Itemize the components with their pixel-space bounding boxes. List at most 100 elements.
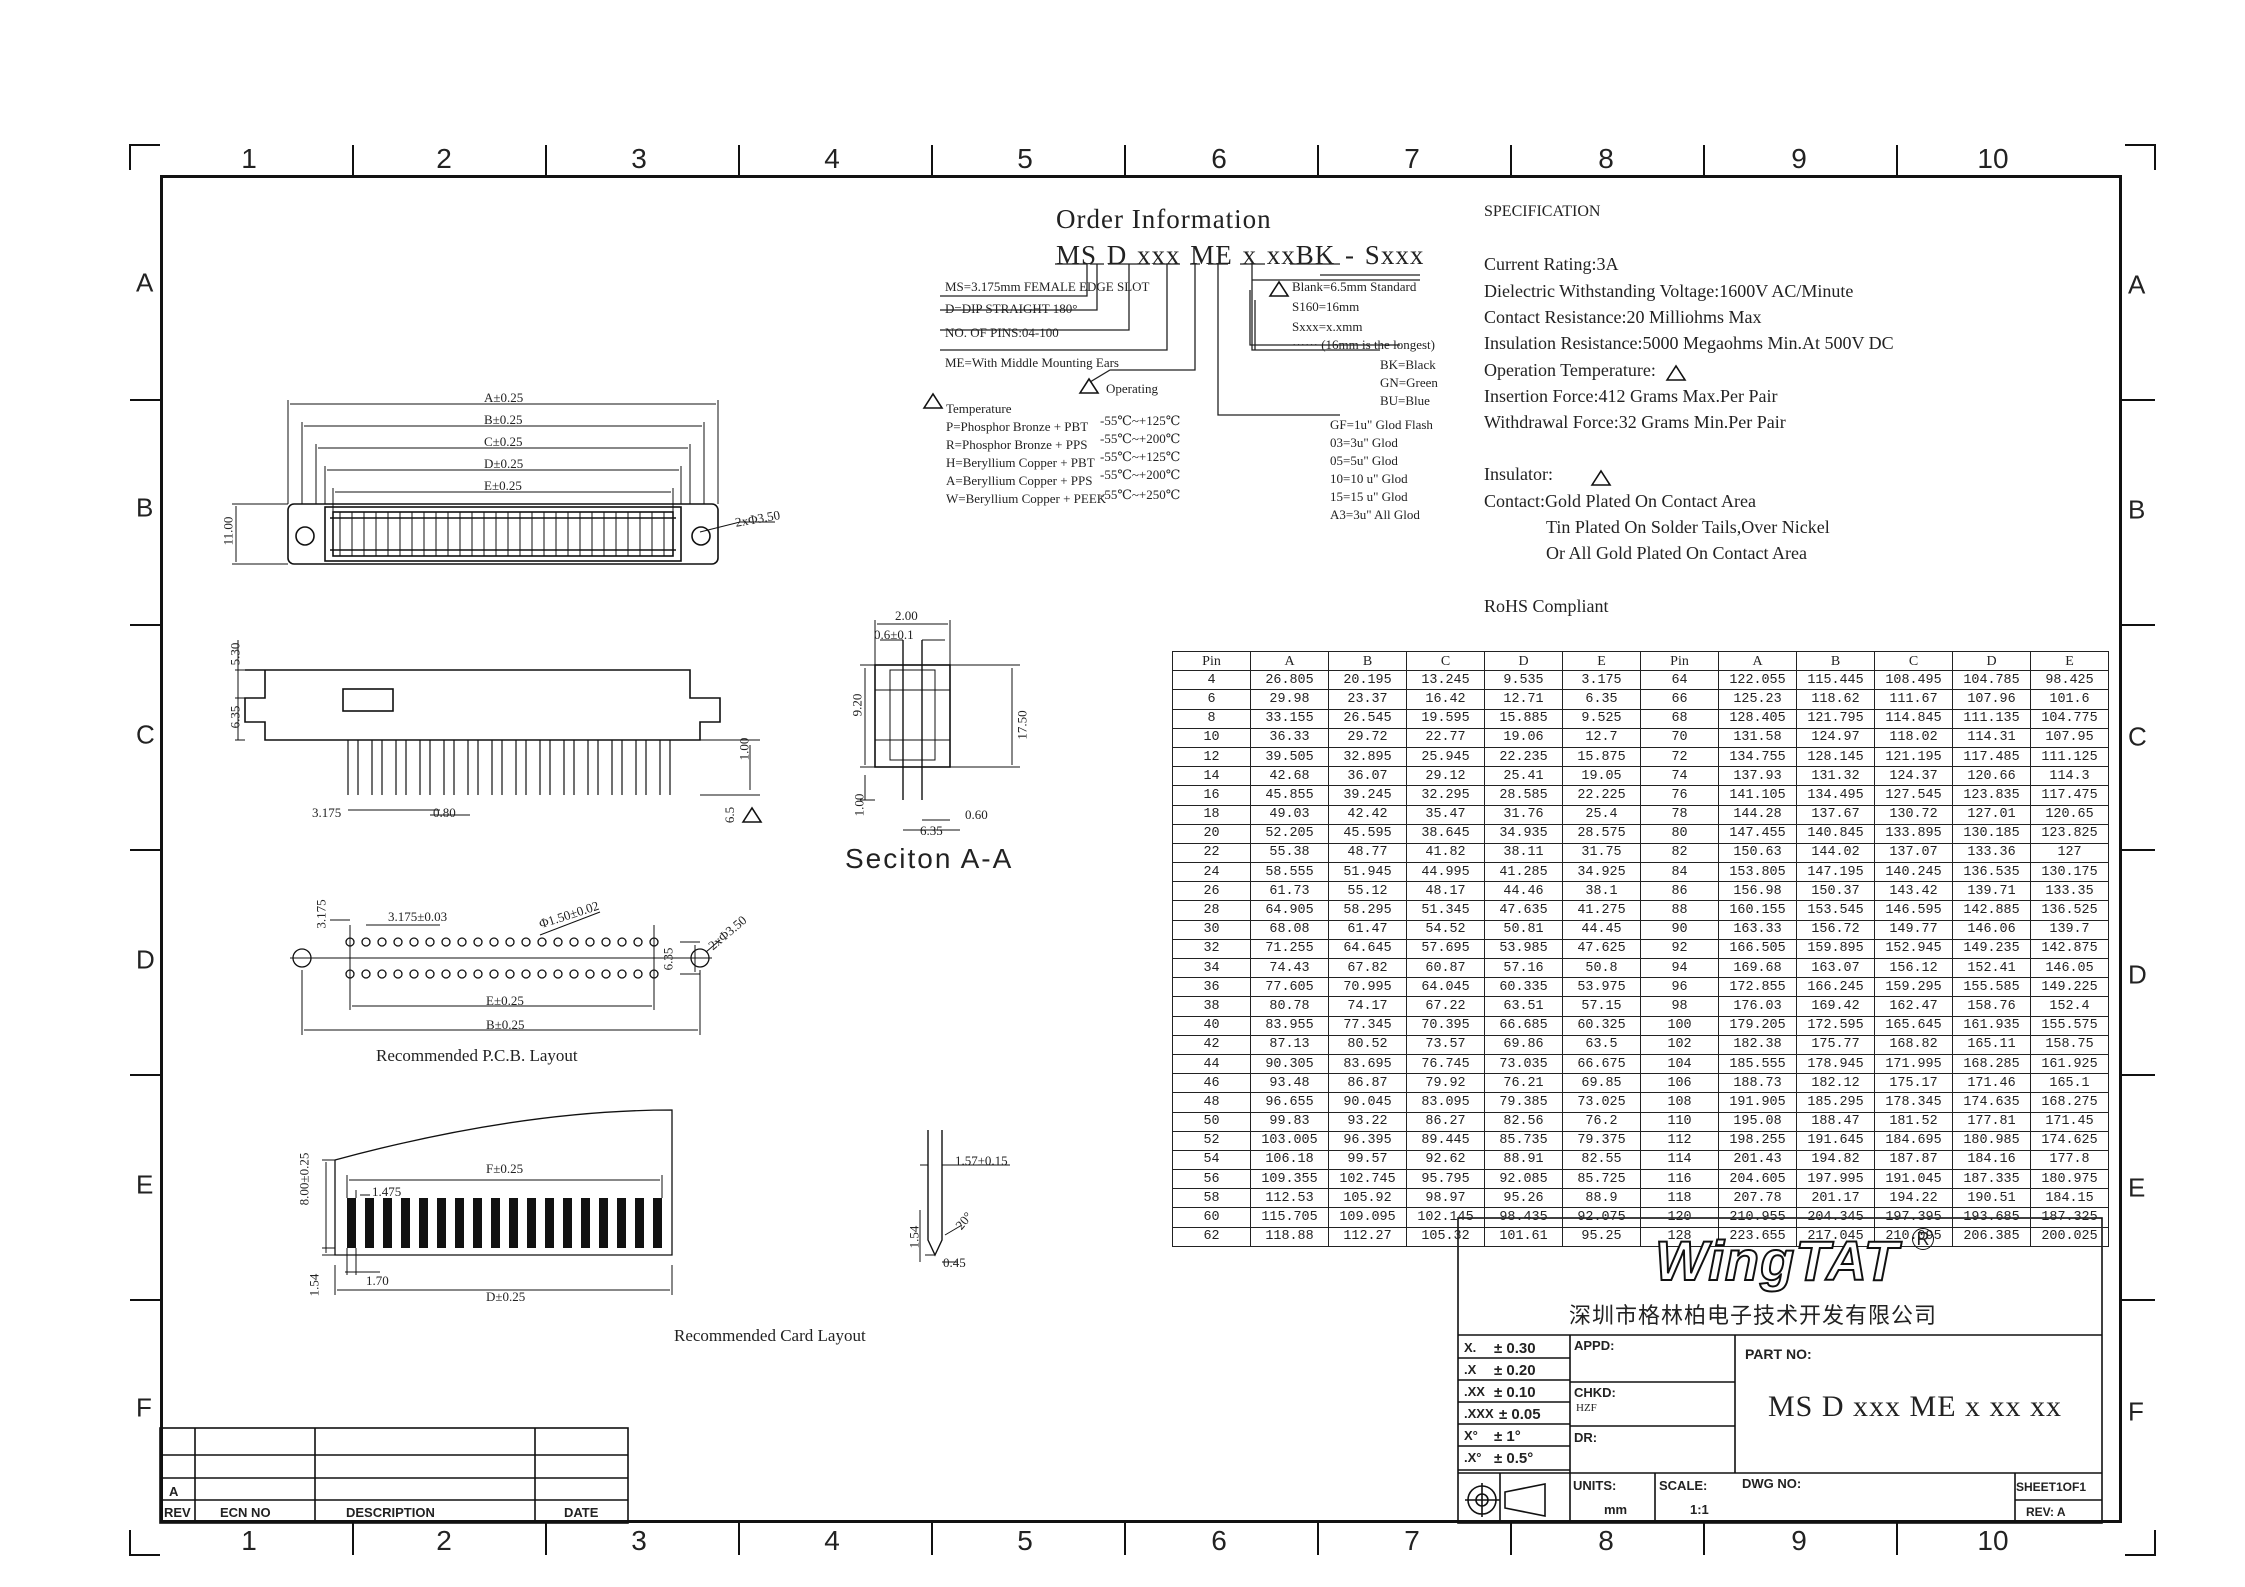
row-letter: A — [2128, 269, 2146, 300]
table-cell: 28.585 — [1484, 785, 1563, 806]
table-cell: 46 — [1172, 1073, 1251, 1094]
table-cell: 111.67 — [1874, 689, 1953, 710]
dim-b: B±0.25 — [484, 412, 523, 427]
table-cell: 68 — [1640, 708, 1719, 729]
table-cell: 47.635 — [1484, 900, 1563, 921]
table-cell: 73.025 — [1562, 1092, 1641, 1113]
table-cell: 58.295 — [1328, 900, 1407, 921]
table-cell: 47.625 — [1562, 938, 1641, 960]
contact-line: Contact:Gold Plated On Contact Area — [1484, 491, 1756, 511]
table-cell: 118.62 — [1796, 689, 1875, 710]
table-cell: 76.21 — [1484, 1073, 1563, 1094]
table-cell: 204.345 — [1796, 1207, 1875, 1228]
table-cell: 61.47 — [1328, 919, 1407, 940]
table-cell: 86.27 — [1406, 1111, 1485, 1132]
table-cell: 64.645 — [1328, 938, 1407, 960]
table-header-cell: Pin — [1640, 650, 1719, 672]
code-part: BK — [1295, 240, 1336, 270]
table-cell: 197.395 — [1874, 1207, 1953, 1228]
table-header-cell: B — [1328, 650, 1407, 672]
order-note: MS=3.175mm FEMALE EDGE SLOT — [945, 279, 1150, 294]
table-cell: 50 — [1172, 1111, 1251, 1132]
length-option: Sxxx=x.xmm — [1292, 319, 1363, 334]
table-cell: 96.655 — [1250, 1092, 1329, 1113]
table-cell: 87.13 — [1250, 1034, 1329, 1055]
table-cell: 162.47 — [1874, 996, 1953, 1017]
table-cell: 67.22 — [1406, 996, 1485, 1017]
table-cell: 92.075 — [1562, 1207, 1641, 1228]
table-cell: 86.87 — [1328, 1073, 1407, 1094]
tol-key: .XXX — [1464, 1406, 1494, 1421]
registered-icon: R — [1912, 1228, 1934, 1250]
sheet-label: SHEET1OF1 — [2016, 1480, 2087, 1494]
table-cell: 194.82 — [1796, 1149, 1875, 1171]
table-cell: 98.425 — [2030, 670, 2109, 691]
table-cell: 127 — [2030, 842, 2109, 864]
table-cell: 104.785 — [1952, 670, 2031, 691]
dim-section-h1: 9.20 — [849, 693, 865, 717]
table-cell: 39.245 — [1328, 785, 1407, 806]
table-header-cell: D — [1484, 650, 1563, 672]
table-cell: 191.045 — [1874, 1169, 1953, 1190]
dim-d: D±0.25 — [484, 456, 524, 471]
dim-height: 11.00 — [220, 516, 236, 546]
table-cell: 200.025 — [2030, 1226, 2109, 1247]
color-option: GN=Green — [1380, 375, 1438, 390]
table-cell: 185.555 — [1718, 1053, 1797, 1075]
table-cell: 197.995 — [1796, 1169, 1875, 1190]
col-number: 7 — [1404, 1525, 1420, 1556]
dim-section-gap: 0.6±0.1 — [874, 627, 914, 642]
table-cell: 52.205 — [1250, 823, 1329, 844]
table-cell: 94 — [1640, 957, 1719, 979]
table-cell: 144.02 — [1796, 842, 1875, 864]
dim-pitch: 3.175 — [312, 805, 342, 820]
table-cell: 80.52 — [1328, 1034, 1407, 1055]
table-header-cell: B — [1796, 650, 1875, 672]
spec-line: Operation Temperature: — [1484, 360, 1656, 380]
col-number: 4 — [824, 1525, 840, 1556]
table-cell: 15.875 — [1562, 746, 1641, 768]
table-cell: 80.78 — [1250, 996, 1329, 1017]
card-layout-title: Recommended Card Layout — [674, 1326, 866, 1345]
table-header-cell: E — [1562, 650, 1641, 672]
table-cell: 32.895 — [1328, 746, 1407, 768]
plating-option: GF=1u" Glod Flash — [1330, 417, 1433, 432]
table-cell: 82.56 — [1484, 1111, 1563, 1132]
tol-key: .XX — [1464, 1384, 1485, 1399]
table-cell: 68.08 — [1250, 919, 1329, 940]
table-cell: 33.155 — [1250, 708, 1329, 729]
table-cell: 223.655 — [1718, 1226, 1797, 1247]
table-cell: 114.3 — [2030, 766, 2109, 787]
row-letter: A — [136, 267, 154, 298]
table-cell: 141.105 — [1718, 785, 1797, 806]
table-cell: 19.05 — [1562, 766, 1641, 787]
tol-key: .X — [1464, 1362, 1477, 1377]
table-cell: 184.15 — [2030, 1188, 2109, 1209]
table-cell: 6 — [1172, 689, 1251, 710]
table-cell: 69.85 — [1562, 1073, 1641, 1094]
dim-tab-t: 1.57±0.15 — [955, 1153, 1008, 1168]
table-cell: 175.17 — [1874, 1073, 1953, 1094]
table-cell: 133.36 — [1952, 842, 2031, 864]
table-cell: 181.52 — [1874, 1111, 1953, 1132]
table-cell: 36.33 — [1250, 727, 1329, 748]
table-cell: 71.255 — [1250, 938, 1329, 960]
contact-line: Or All Gold Plated On Contact Area — [1546, 543, 1807, 563]
table-cell: 82.55 — [1562, 1149, 1641, 1171]
drawing-frame — [160, 175, 2122, 1523]
table-cell: 206.385 — [1952, 1226, 2031, 1247]
table-cell: 79.92 — [1406, 1073, 1485, 1094]
table-cell: 185.295 — [1796, 1092, 1875, 1113]
table-cell: 38.1 — [1562, 881, 1641, 902]
table-cell: 158.76 — [1952, 996, 2031, 1017]
table-cell: 41.275 — [1562, 900, 1641, 921]
table-cell: 53.975 — [1562, 977, 1641, 998]
dim-section-h2: 17.50 — [1014, 710, 1030, 740]
table-cell: 147.195 — [1796, 862, 1875, 883]
col-number: 5 — [1017, 1525, 1033, 1556]
table-header-cell: C — [1406, 650, 1485, 672]
